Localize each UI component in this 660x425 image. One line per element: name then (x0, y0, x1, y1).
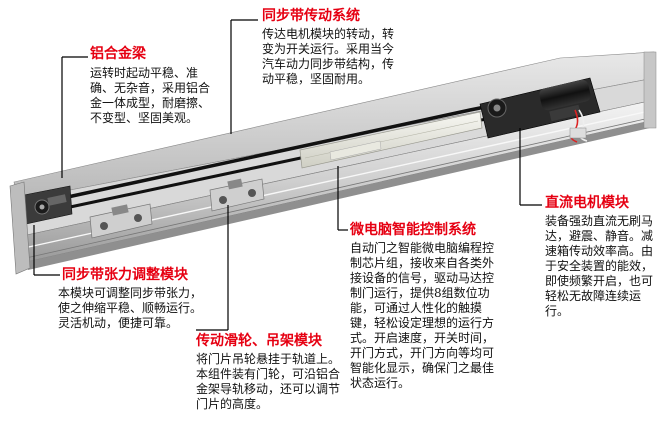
aluminum-beam-description: 运转时起动平稳、准确、无杂音，采用铝合金一体成型，耐磨擦、不变型、坚固美观。 (90, 66, 211, 125)
belt-tension-unit (23, 185, 73, 225)
beam-end-cap (9, 181, 31, 275)
dc-motor-title: 直流电机模块 (545, 195, 629, 211)
pulley-hanger-title: 传动滑轮、吊架模块 (196, 333, 322, 349)
rail-lip (26, 120, 654, 270)
leader-lines (33, 19, 542, 331)
microcomputer-description: 自动门之智能微电脑编程控制芯片组，接收来自各类外接设备的信号，驱动马达控制门运行… (350, 241, 495, 390)
dc-motor-description: 装备强劲直流无刷马达，避震、静音。减速箱传动效率高。由于安全装置的能效，即使频繁… (545, 214, 654, 318)
pulley-hanger-description: 将门片吊轮悬挂于轨道上。本组件装有门轮，可沿铝合金架导轨移动，还可以调节门片的高… (196, 352, 341, 411)
belt-tension-description: 本模块可调整同步带张力，使之伸缩平稳、顺畅运行。灵活机动，便捷可靠。 (58, 286, 203, 330)
door-hanger-middle (209, 178, 265, 212)
door-hanger-left (89, 203, 153, 239)
belt-tension-title: 同步带张力调整模块 (62, 267, 188, 283)
belt-drive-description: 传达电机模块的转动，转变为开关运行。采用当今汽车动力同步带结构，传动平稳，坚固耐… (262, 27, 395, 86)
dc-motor-unit (479, 77, 601, 143)
microcomputer-title: 微电脑智能控制系统 (350, 222, 476, 238)
aluminum-beam-title: 铝合金梁 (90, 46, 146, 62)
belt-drive-title: 同步带传动系统 (262, 8, 360, 24)
